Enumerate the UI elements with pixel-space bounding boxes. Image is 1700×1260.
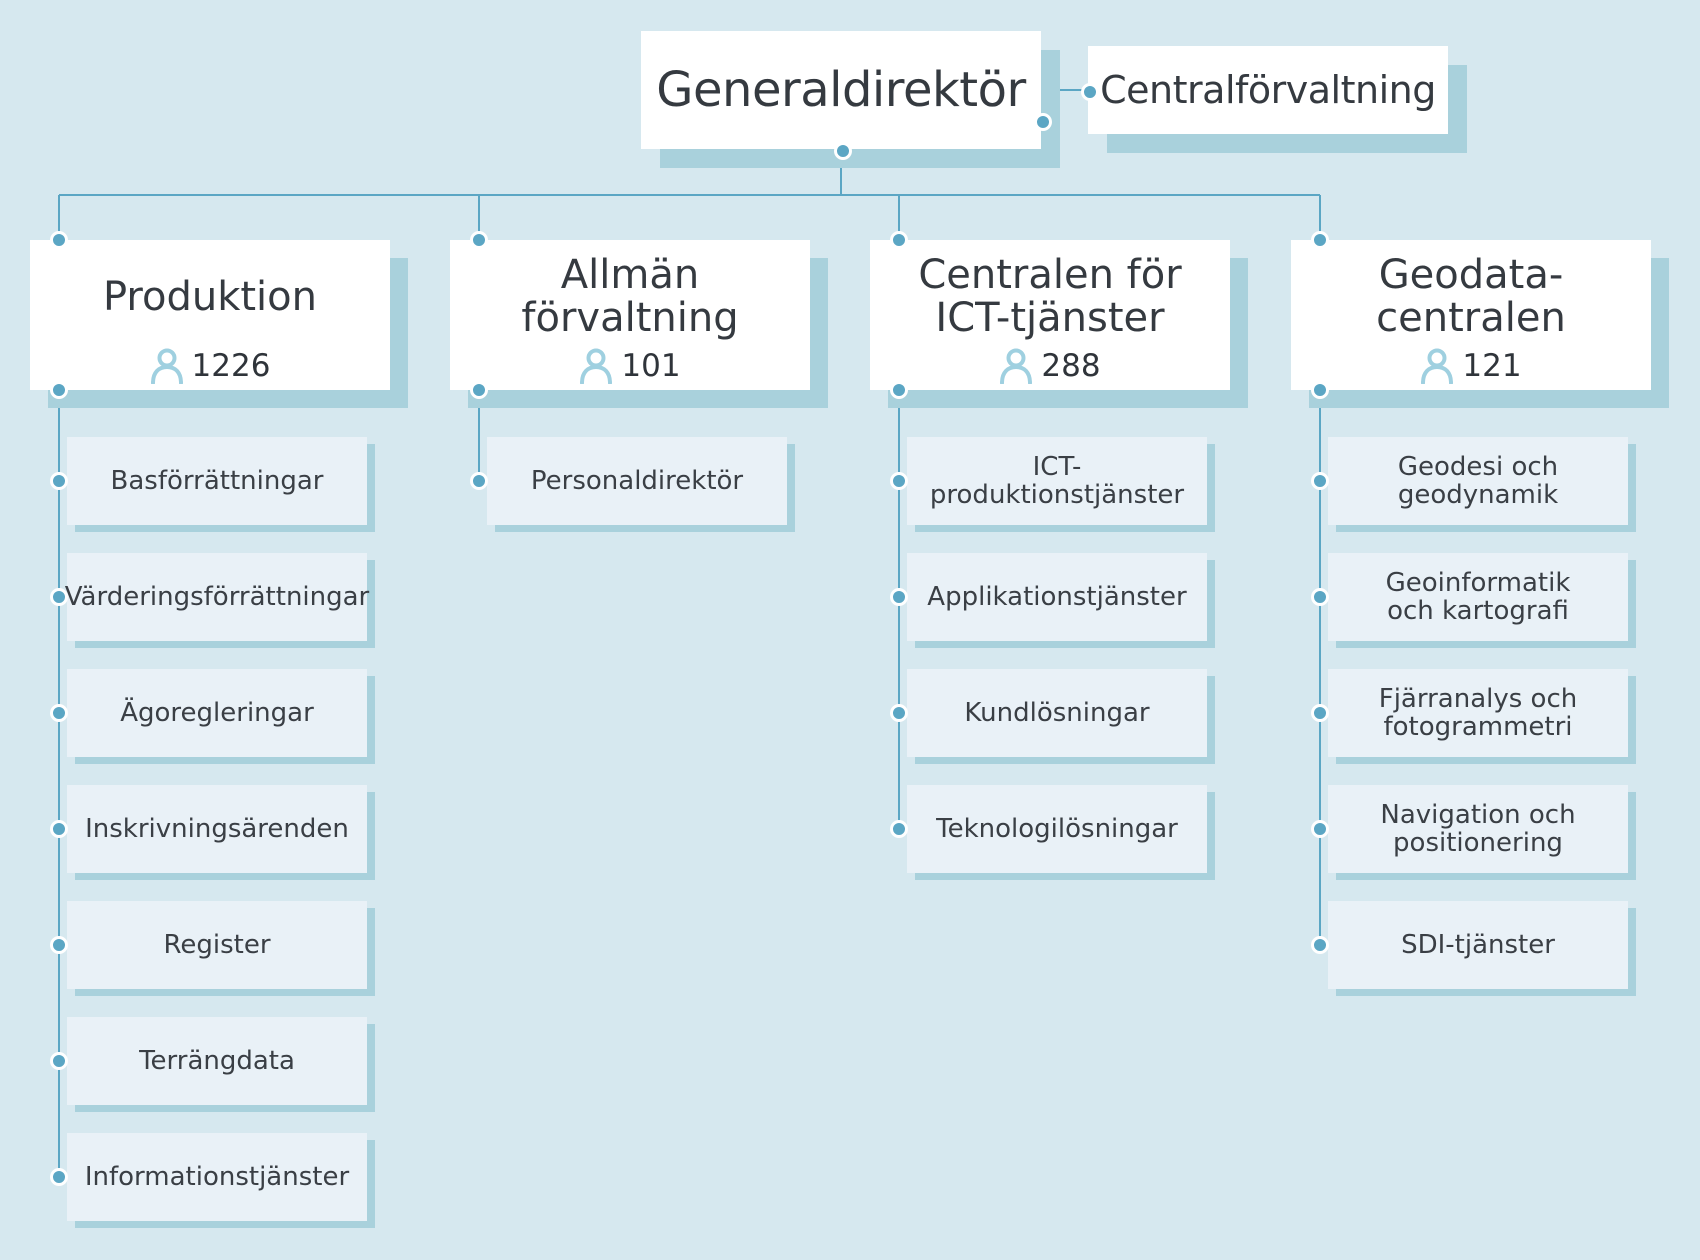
head-title: Generaldirektör	[656, 62, 1026, 118]
connector-dot	[50, 381, 68, 399]
unit-label-line: Applikationstjänster	[927, 582, 1187, 612]
unit-label-line: Värderingsförrättningar	[64, 582, 370, 612]
unit-label-line: fotogrammetri	[1383, 712, 1573, 742]
unit-box: Basförrättningar	[50, 437, 375, 532]
connector-dot	[470, 472, 488, 490]
headcount-value: 288	[1041, 348, 1101, 384]
connector-dot	[50, 472, 68, 490]
connector-dot	[1311, 936, 1329, 954]
unit-box: Värderingsförrättningar	[50, 553, 375, 648]
unit-box: SDI-tjänster	[1311, 901, 1636, 996]
unit-label-line: Personaldirektör	[530, 466, 744, 496]
division-title-line: Produktion	[103, 274, 317, 320]
headcount-value: 1226	[191, 348, 271, 384]
connector-dot	[1311, 381, 1329, 399]
unit-box: Ägoregleringar	[50, 669, 375, 764]
connector-dot	[1081, 83, 1099, 101]
division-title: Geodata-centralen	[1376, 254, 1566, 340]
unit-label-line: Teknologilösningar	[936, 814, 1178, 844]
connector-dot	[834, 142, 852, 160]
unit-label-line: och kartografi	[1387, 596, 1569, 626]
head-box: Generaldirektör	[641, 31, 1060, 168]
division-box-produktion: Produktion 1226	[30, 231, 408, 408]
connector-dot	[1034, 113, 1052, 131]
unit-box: Terrängdata	[50, 1017, 375, 1112]
unit-label-line: Basförrättningar	[110, 466, 324, 496]
unit-box: Inskrivningsärenden	[50, 785, 375, 880]
unit-box: Kundlösningar	[890, 669, 1215, 764]
unit-label-line: Geodesi och	[1397, 452, 1559, 482]
person-icon	[580, 348, 613, 384]
unit-label-line: Navigation och	[1380, 800, 1576, 830]
unit-label-line: Informationstjänster	[84, 1162, 350, 1192]
connector-dot	[50, 1052, 68, 1070]
unit-label-line: Inskrivningsärenden	[85, 814, 349, 844]
headcount: 1226	[30, 348, 390, 384]
connector-dot	[470, 381, 488, 399]
unit-label-line: positionering	[1393, 828, 1563, 858]
division-title-line: Geodata-	[1378, 252, 1564, 298]
division-box-geodata: Geodata-centralen 121	[1291, 231, 1669, 408]
connector-dot	[50, 820, 68, 838]
connector-dot	[1311, 472, 1329, 490]
connector-dot	[1311, 704, 1329, 722]
unit-box: Informationstjänster	[50, 1133, 375, 1228]
unit-label-line: SDI-tjänster	[1401, 930, 1555, 960]
connector-dot	[50, 1168, 68, 1186]
connector-dot	[470, 231, 488, 249]
unit-label-line: Ägoregleringar	[120, 698, 314, 728]
unit-label-line: Geoinformatik	[1385, 568, 1571, 598]
staff-box: Centralförvaltning	[1081, 46, 1467, 153]
division-title-line: ICT-tjänster	[935, 295, 1165, 341]
unit-label-line: Fjärranalys och	[1378, 684, 1578, 714]
unit-label-line: geodynamik	[1397, 480, 1559, 510]
connector-dot	[50, 704, 68, 722]
headcount: 121	[1291, 348, 1651, 384]
connector-dot	[890, 472, 908, 490]
unit-label-line: Kundlösningar	[964, 698, 1150, 728]
unit-box: Personaldirektör	[470, 437, 795, 532]
unit-label-line: Register	[163, 930, 271, 960]
division-title-line: Allmän	[560, 252, 700, 298]
connector-dot	[890, 820, 908, 838]
division-title-line: förvaltning	[521, 295, 739, 341]
division-title: Produktion	[103, 276, 317, 319]
staff-title: Centralförvaltning	[1100, 68, 1436, 112]
connector-dot	[50, 936, 68, 954]
connector-dot	[890, 381, 908, 399]
headcount: 101	[450, 348, 810, 384]
unit-box: Applikationstjänster	[890, 553, 1215, 648]
division-title-line: centralen	[1376, 295, 1566, 341]
division-title-line: Centralen för	[918, 252, 1182, 298]
connector-dot	[1311, 820, 1329, 838]
connector-dot	[890, 231, 908, 249]
connector-dot	[50, 588, 68, 606]
unit-label-line: ICT-produktionstjänster	[929, 452, 1185, 510]
connector-dot	[890, 588, 908, 606]
connector-dot	[50, 231, 68, 249]
person-icon	[150, 348, 183, 384]
person-icon	[1421, 348, 1454, 384]
unit-box: Register	[50, 901, 375, 996]
unit-box: ICT-produktionstjänster	[890, 437, 1215, 532]
unit-label-line: Terrängdata	[139, 1046, 295, 1076]
person-icon	[1000, 348, 1033, 384]
connector-dot	[1311, 231, 1329, 249]
connector-dot	[890, 704, 908, 722]
headcount: 288	[870, 348, 1230, 384]
unit-box: Teknologilösningar	[890, 785, 1215, 880]
connector-dot	[1311, 588, 1329, 606]
headcount-value: 121	[1462, 348, 1522, 384]
headcount-value: 101	[621, 348, 681, 384]
